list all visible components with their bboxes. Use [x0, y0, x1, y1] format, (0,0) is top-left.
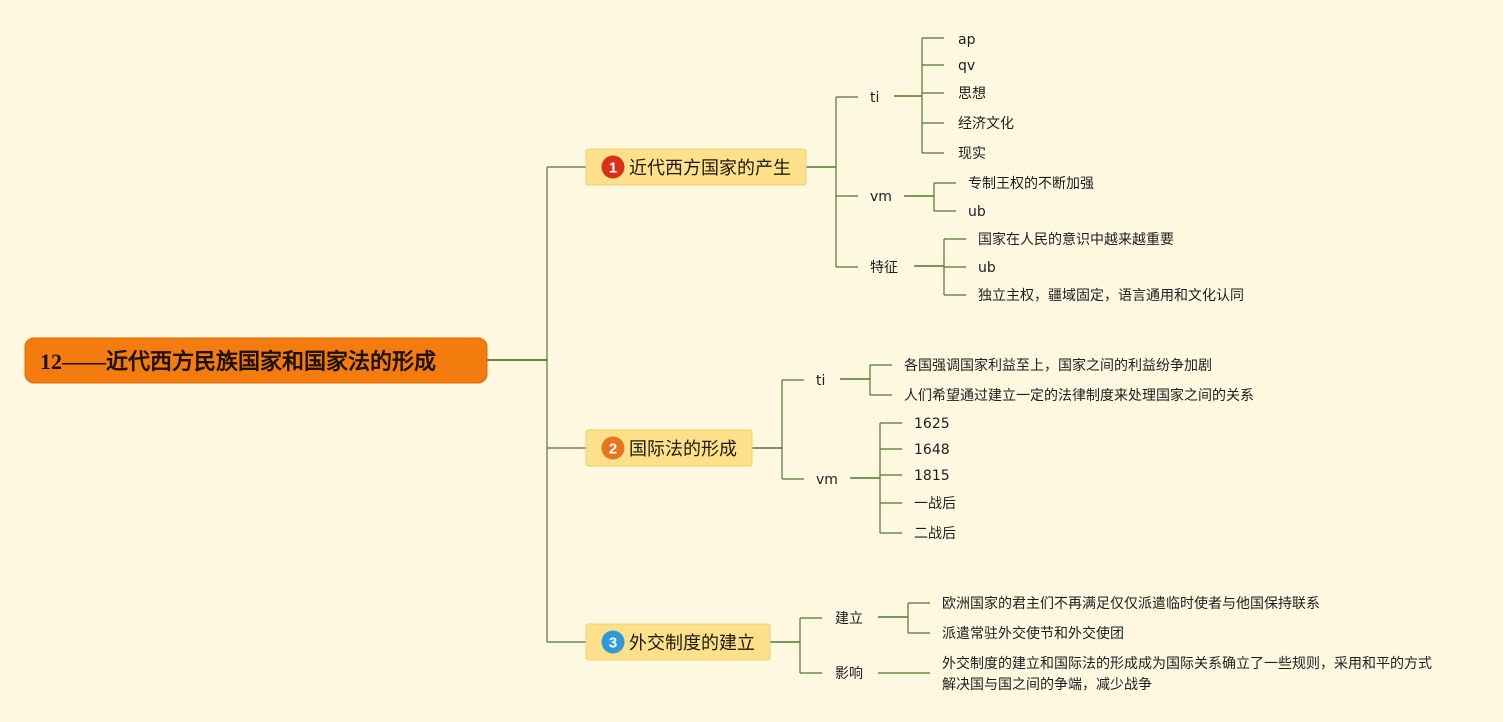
- number-badge-icon: [601, 630, 625, 654]
- topic-number: 1: [609, 160, 617, 177]
- root-node[interactable]: 12——近代西方民族国家和国家法的形成: [24, 337, 488, 384]
- topic-node-2[interactable]: 2 国际法的形成: [585, 429, 753, 467]
- topic-label: 外交制度的建立: [629, 633, 755, 654]
- subtopic-label[interactable]: ti: [870, 90, 879, 106]
- leaf-label[interactable]: ub: [978, 260, 996, 276]
- leaf-label[interactable]: 欧洲国家的君主们不再满足仅仅派遣临时使者与他国保持联系: [942, 595, 1320, 612]
- leaf-label[interactable]: 各国强调国家利益至上，国家之间的利益纷争加剧: [904, 357, 1212, 374]
- subtopic-label[interactable]: 影响: [835, 666, 863, 682]
- leaf-label[interactable]: 外交制度的建立和国际法的形成成为国际关系确立了一些规则，采用和平的方式: [942, 655, 1432, 672]
- leaf-label[interactable]: 现实: [958, 146, 986, 162]
- leaf-label[interactable]: 1815: [914, 468, 950, 484]
- leaf-label[interactable]: 人们希望通过建立一定的法律制度来处理国家之间的关系: [904, 387, 1254, 404]
- leaf-label[interactable]: 经济文化: [958, 116, 1014, 132]
- subtopic-label[interactable]: 建立: [835, 611, 863, 627]
- root-label: 12——近代西方民族国家和国家法的形成: [40, 349, 436, 374]
- topic-label: 国际法的形成: [629, 439, 737, 460]
- leaf-label[interactable]: 思想: [958, 86, 986, 102]
- leaf-label[interactable]: qv: [958, 58, 975, 74]
- leaf-label[interactable]: 1625: [914, 416, 950, 432]
- subtopic-label[interactable]: 特征: [870, 260, 898, 276]
- leaf-label[interactable]: 独立主权，疆域固定，语言通用和文化认同: [978, 288, 1244, 304]
- topic-node-3[interactable]: 3 外交制度的建立: [585, 623, 771, 661]
- leaf-label[interactable]: 一战后: [914, 496, 956, 512]
- leaf-label[interactable]: 解决国与国之间的争端，减少战争: [942, 677, 1152, 693]
- topic-number: 2: [609, 441, 617, 458]
- leaf-label[interactable]: 国家在人民的意识中越来越重要: [978, 231, 1174, 248]
- subtopic-label[interactable]: ti: [816, 373, 825, 389]
- number-badge-icon: [601, 155, 625, 179]
- topic-node-1[interactable]: 1 近代西方国家的产生: [585, 148, 807, 186]
- leaf-label[interactable]: 派遣常驻外交使节和外交使团: [942, 625, 1124, 642]
- leaf-label[interactable]: ub: [968, 204, 986, 220]
- subtopic-label[interactable]: vm: [816, 472, 838, 488]
- leaf-label[interactable]: 专制王权的不断加强: [968, 176, 1094, 192]
- leaf-label[interactable]: ap: [958, 32, 976, 48]
- topic-number: 3: [609, 635, 617, 652]
- topic-label: 近代西方国家的产生: [629, 158, 791, 179]
- subtopic-label[interactable]: vm: [870, 189, 892, 205]
- leaf-label[interactable]: 1648: [914, 442, 950, 458]
- connector-lines: [487, 37, 966, 674]
- number-badge-icon: [601, 436, 625, 460]
- leaf-label[interactable]: 二战后: [914, 526, 956, 542]
